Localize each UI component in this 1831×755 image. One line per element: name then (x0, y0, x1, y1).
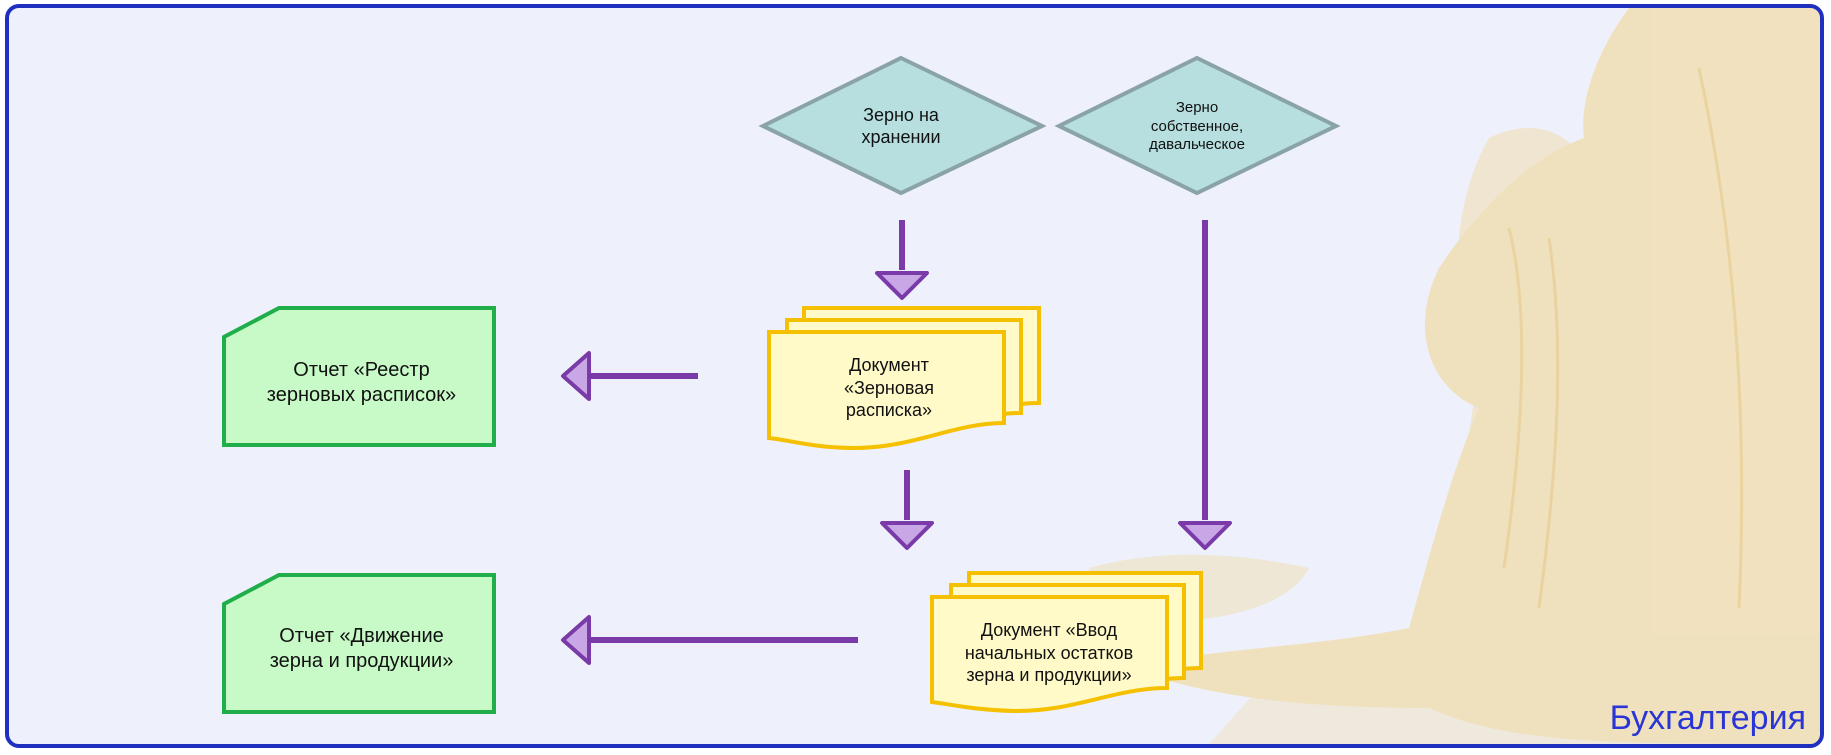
diagram-frame: Зерно на хранении Зерно собственное, дав… (5, 4, 1824, 748)
document-opening-balances-label: Документ «Ввод начальных остатков зерна … (964, 620, 1134, 686)
decision-own-grain-label: Зерно собственное, давальческое (1149, 98, 1245, 154)
document-stack-grain-receipt (767, 306, 1041, 451)
report-shape-receipts-register (222, 306, 496, 447)
report-receipts-register-label: Отчет «Реестр зерновых расписок» (266, 359, 457, 406)
decision-shape-stored-grain (758, 55, 1047, 196)
document-stack-opening-balances (930, 571, 1203, 714)
arrowhead-down-icon (1178, 521, 1232, 550)
report-grain-movement-label: Отчет «Движение зерна и продукции» (269, 625, 454, 672)
arrowhead-left-icon (561, 351, 591, 401)
decision-stored-grain-label: Зерно на хранении (861, 104, 941, 148)
arrowhead-down-icon (875, 271, 929, 300)
report-shape-grain-movement (222, 573, 496, 714)
background-illustration (1088, 8, 1820, 744)
section-label: Бухгалтерия (1609, 699, 1806, 737)
arrowhead-left-icon (561, 615, 591, 665)
decision-shape-own-grain (1054, 55, 1341, 196)
flowchart (222, 55, 1341, 714)
arrowhead-down-icon (880, 521, 934, 550)
document-grain-receipt-label: Документ «Зерновая расписка» (844, 355, 934, 421)
